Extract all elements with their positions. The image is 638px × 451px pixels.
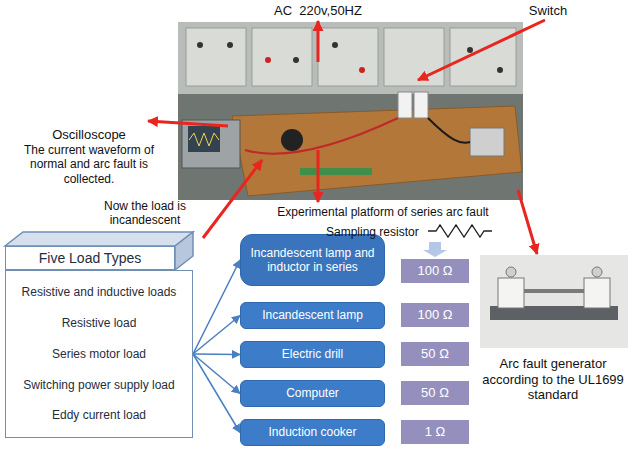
terminal <box>197 42 203 48</box>
clamp-block <box>584 278 610 308</box>
connector-arrow <box>193 354 240 433</box>
callout-label: Oscilloscope <box>5 127 173 143</box>
bench-panel <box>186 28 246 86</box>
switch-body <box>398 92 412 118</box>
box-3d-faces <box>5 232 193 270</box>
terminal <box>332 42 338 48</box>
callout-label: The current waveform of normal and arc f… <box>5 143 173 186</box>
node-text: Resistive and inductive loads <box>22 285 177 299</box>
node-text: Incandescent lamp and inductor in series <box>247 246 378 275</box>
oscilloscope-body <box>182 120 240 168</box>
resistor-group <box>423 225 492 257</box>
bench-panel <box>384 28 444 86</box>
terminal <box>265 57 271 63</box>
callout-label: Switch <box>518 3 578 19</box>
callout-arrow <box>317 21 320 62</box>
callout-arrows <box>148 20 545 254</box>
arc-generator-photo <box>480 255 628 348</box>
box-top-face <box>5 232 193 246</box>
callout-arrow <box>317 150 320 202</box>
node-text: Switching power supply load <box>23 378 174 392</box>
callout-label: Sampling resistor <box>326 225 426 239</box>
terminal <box>293 57 299 63</box>
node-text: Eddy current load <box>52 408 146 422</box>
switch-body <box>414 92 428 118</box>
waveform <box>189 133 219 146</box>
lab-bench <box>178 22 523 94</box>
wooden-board <box>232 106 522 196</box>
node-text: 50 Ω <box>421 385 449 401</box>
node-text: 100 Ω <box>417 263 452 279</box>
resistor-symbol <box>428 225 492 237</box>
node-text: Resistive load <box>62 316 137 330</box>
connector-arrow <box>193 353 240 355</box>
bench-panel <box>318 28 378 86</box>
load-box: Incandescent lamp and inductor in series <box>240 234 385 286</box>
terminal <box>467 47 473 53</box>
node-text: Incandescent lamp <box>262 308 363 322</box>
node-text: Five Load Types <box>39 250 141 267</box>
load-box: Electric drill <box>240 341 385 368</box>
resistance-box: 1 Ω <box>400 419 470 445</box>
oscilloscope-screen <box>188 126 220 152</box>
bench-panel <box>252 28 312 86</box>
callout-label: AC 220v,50HZ <box>258 3 378 19</box>
wire <box>428 118 470 143</box>
clamp-block <box>498 278 524 308</box>
resistance-box: 100 Ω <box>400 258 470 284</box>
callout-arrow <box>148 121 228 126</box>
connector-group <box>193 260 240 433</box>
connector-arrow <box>193 316 240 355</box>
callout-label: Arc fault generator according to the UL1… <box>478 356 628 403</box>
platform-photo <box>178 22 523 200</box>
list-box: Resistive and inductive loadsResistive l… <box>5 270 193 438</box>
electrode-rod <box>524 289 584 293</box>
node-text: Induction cooker <box>268 425 356 439</box>
terminal <box>227 42 233 48</box>
load-box: Incandescent lamp <box>240 302 385 329</box>
photo-ground <box>480 255 628 348</box>
resistance-box: 100 Ω <box>400 302 470 328</box>
callout-arrow <box>418 20 545 80</box>
node-text: Computer <box>286 386 339 400</box>
header-box: Five Load Types <box>5 246 175 270</box>
resistance-box: 50 Ω <box>400 341 470 367</box>
lamp-socket <box>281 129 303 151</box>
node-text: Series motor load <box>52 347 146 361</box>
callout-label: Experimental platform of series arc faul… <box>252 205 514 219</box>
screw-knob <box>506 267 516 277</box>
callout-arrow <box>518 190 537 254</box>
screw-knob <box>592 267 602 277</box>
callout-label: Now the load is incandescent <box>95 199 195 228</box>
arc-device <box>470 128 504 156</box>
terminal-strip <box>300 168 372 175</box>
node-text: 100 Ω <box>417 307 452 323</box>
bench-panel <box>450 28 516 86</box>
load-box: Computer <box>240 380 385 407</box>
wire <box>245 118 398 154</box>
box-side-face <box>175 232 193 270</box>
photo-ground <box>178 22 523 200</box>
node-text: Electric drill <box>282 347 343 361</box>
resistance-box: 50 Ω <box>400 380 470 406</box>
connector-arrow <box>193 354 240 394</box>
load-box: Induction cooker <box>240 419 385 446</box>
node-text: 1 Ω <box>425 424 446 440</box>
node-text: 50 Ω <box>421 346 449 362</box>
block-arrow <box>423 242 447 257</box>
terminal <box>497 67 503 73</box>
connector-arrow <box>193 260 240 354</box>
callout-arrow <box>203 160 262 238</box>
terminal <box>359 67 365 73</box>
